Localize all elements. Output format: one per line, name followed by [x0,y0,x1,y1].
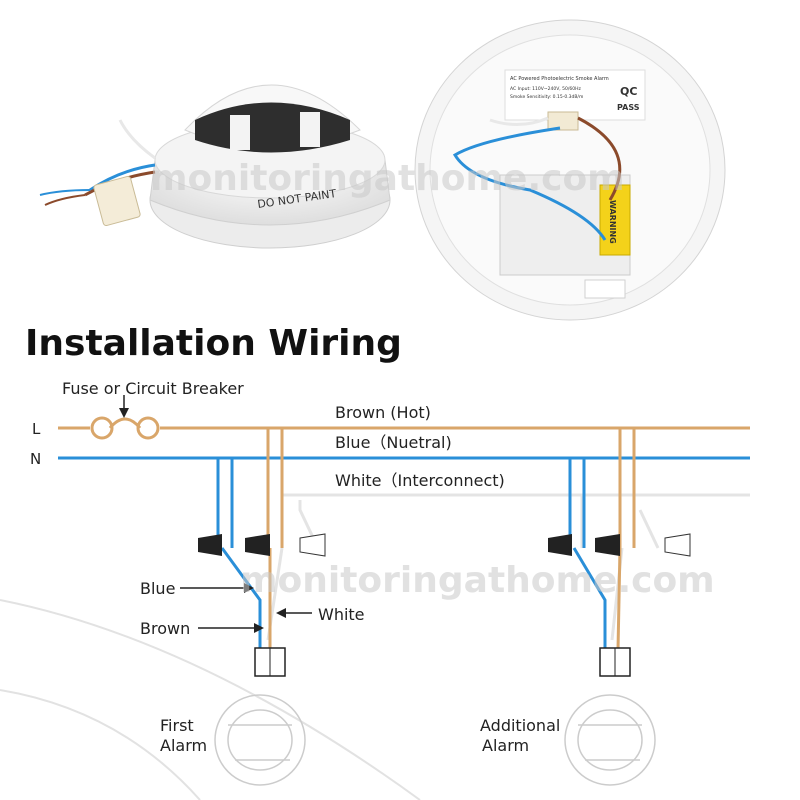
wiring-lines [58,426,750,651]
brown-hot-label: Brown (Hot) [335,403,431,422]
blue-neutral-label: Blue（Nuetral) [335,433,452,452]
pass-mark: PASS [617,103,640,112]
white-interconnect-label: White（Interconnect) [335,471,505,490]
watermark-middle: monitoringathome.com [240,560,715,601]
base-connector [547,111,579,131]
additional-alarm-label-line1: Additional [480,716,560,735]
additional-alarm-sketch [564,694,656,786]
first-alarm-label-line1: First [160,716,194,735]
blue-wire-label: Blue [140,579,175,598]
label-title: AC Powered Photoelectric Smoke Alarm [510,76,609,82]
fuse-symbol [90,416,160,440]
label-line-1: AC Input: 110V~240V, 50/60Hz [510,86,581,92]
additional-alarm-label-line2: Alarm [482,736,529,755]
line-n-label: N [30,450,41,468]
white-wire-label: White [318,605,365,624]
watermark-top: monitoringathome.com [150,158,625,199]
photo-right-detector-base: AC Powered Photoelectric Smoke Alarm AC … [414,19,726,321]
warning-sticker [599,184,631,256]
wire-nuts-first [198,533,326,557]
brown-wire-label: Brown [140,619,190,638]
line-l-label: L [32,420,41,438]
breaker-arrowhead [119,408,129,418]
warning-text: WARNING [608,200,617,244]
wire-connector-block [93,175,141,227]
diagram-title: Installation Wiring [25,323,402,364]
qc-mark: QC [620,85,637,98]
first-alarm-sketch [214,694,306,786]
wire-nuts-additional [548,533,691,557]
first-alarm-label-line2: Alarm [160,736,207,755]
breaker-label: Fuse or Circuit Breaker [62,379,244,398]
label-line-2: Smoke Sensitivity: 0.15-0.3dB/m [510,94,583,100]
